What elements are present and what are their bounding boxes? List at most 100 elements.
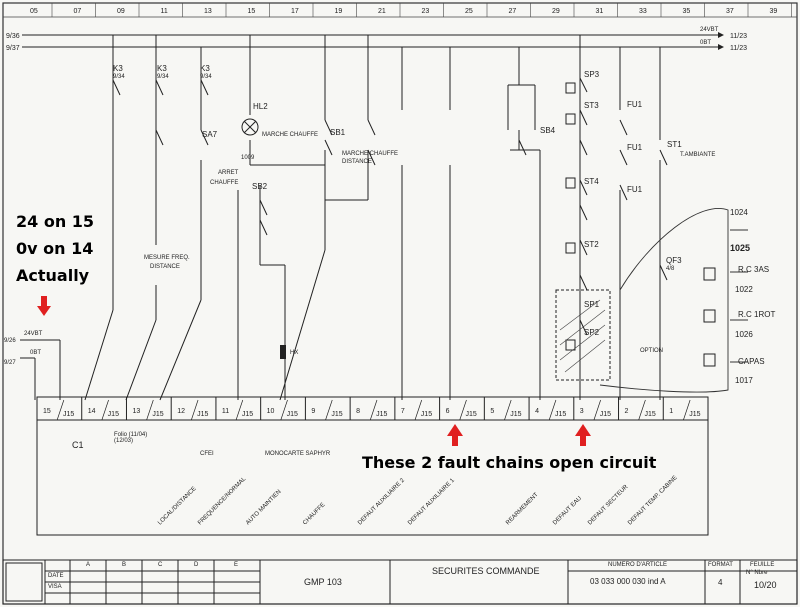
connector-pin-5: 5 bbox=[490, 408, 494, 415]
hw-1024: 1024 bbox=[730, 208, 748, 217]
input-label-2: AUTO MAINTIEN bbox=[245, 489, 282, 526]
tb-col-e: E bbox=[234, 562, 239, 568]
grid-ref-31: 31 bbox=[596, 8, 604, 15]
input-label-9: DEFAUT TEMP. CABINE bbox=[627, 475, 678, 526]
rail-0v-arrow-icon bbox=[718, 44, 724, 50]
rail-top-label: 24VBT bbox=[700, 27, 719, 33]
grid-ref-17: 17 bbox=[291, 8, 299, 15]
connector-tag-8: J15 bbox=[376, 411, 387, 418]
left-rail-24v: 24VBT bbox=[24, 331, 43, 337]
grid-ref-39: 39 bbox=[770, 8, 778, 15]
grid-ref-05: 05 bbox=[30, 8, 38, 15]
input-label-0: LOCAL/DISTANCE bbox=[157, 486, 197, 526]
grid-ref-13: 13 bbox=[204, 8, 212, 15]
rail-right-top-ref: 11/23 bbox=[730, 33, 747, 40]
folio-label: Folio (11/04) (12/03) bbox=[114, 432, 148, 444]
fu1b-label: FU1 bbox=[627, 143, 643, 152]
option-box bbox=[555, 289, 611, 381]
connector-pin-slash bbox=[504, 399, 512, 421]
connector-pin-4: 4 bbox=[535, 408, 539, 415]
connector-pin-slash bbox=[190, 399, 199, 421]
contacts bbox=[112, 77, 668, 336]
chauffe-label: CHAUFFE bbox=[210, 180, 239, 186]
grid-ref-29: 29 bbox=[552, 8, 560, 15]
k3-ref: 9/34 bbox=[113, 74, 125, 80]
tb-sheet: 10/20 bbox=[754, 580, 777, 590]
connector-pin-7: 7 bbox=[401, 408, 405, 415]
connector-pin-11: 11 bbox=[222, 408, 229, 415]
connector-pin-slash bbox=[101, 399, 109, 421]
connector-tag-11: J15 bbox=[242, 411, 253, 418]
voltage-note: 24 on 15 0v on 14 Actually bbox=[16, 208, 94, 289]
hw-1026: 1026 bbox=[735, 330, 753, 339]
input-label-1: FREQUENCE/NORMAL bbox=[197, 476, 248, 527]
connector-pin-3: 3 bbox=[580, 408, 584, 415]
arret-label: ARRET bbox=[218, 170, 239, 176]
connector-tag-3: J15 bbox=[600, 411, 611, 418]
option-label: OPTION bbox=[640, 348, 664, 354]
tb-sheet-sub: N° Nbre bbox=[746, 570, 768, 576]
connector-tag-9: J15 bbox=[331, 411, 342, 418]
sp2-label: SP2 bbox=[584, 328, 600, 337]
tb-sheet-label: FEUILLE bbox=[750, 562, 775, 568]
connector-tag-6: J15 bbox=[466, 411, 477, 418]
connector-pin-15: 15 bbox=[43, 408, 51, 415]
grid-ref-21: 21 bbox=[378, 8, 386, 15]
grid-ref-07: 07 bbox=[74, 8, 82, 15]
st3-label: ST3 bbox=[584, 101, 599, 110]
sp1-label: SP1 bbox=[584, 300, 600, 309]
fu1c-label: FU1 bbox=[627, 185, 643, 194]
connector-tag-1: J15 bbox=[689, 411, 700, 418]
connector-pin-1: 1 bbox=[669, 408, 673, 415]
input-label-5: DEFAUT AUXILIAIRE 1 bbox=[407, 477, 456, 526]
connector-pin-14: 14 bbox=[88, 408, 96, 415]
marche-chauffe-label: MARCHE CHAUFFE bbox=[262, 132, 319, 138]
connector-pin-slash bbox=[414, 399, 423, 421]
lamp-hl2-icon bbox=[241, 118, 259, 136]
input-label-6: REARMEMENT bbox=[505, 492, 540, 527]
connector-pin-slash bbox=[146, 399, 154, 421]
connector-tag-7: J15 bbox=[421, 411, 432, 418]
connector-pin-12: 12 bbox=[177, 408, 185, 415]
sensor-boxes bbox=[565, 82, 716, 367]
t-ambiante-label: T.AMBIANTE bbox=[680, 152, 716, 158]
left-rail-0v: 0BT bbox=[30, 350, 42, 356]
connector-pin-slash bbox=[638, 399, 646, 421]
connector-tag-12: J15 bbox=[197, 411, 208, 418]
connector-tag-14: J15 bbox=[108, 411, 119, 418]
monocarte-label: MONOCARTE SAPHYR bbox=[265, 451, 331, 457]
hw-1017: 1017 bbox=[735, 376, 753, 385]
rail-24v-arrow-icon bbox=[718, 32, 724, 38]
title-block bbox=[2, 559, 798, 605]
connector-pin-slash bbox=[280, 399, 288, 421]
grid-ref-23: 23 bbox=[422, 8, 430, 15]
wiring bbox=[20, 35, 661, 401]
fault-chain-note: These 2 fault chains open circuit bbox=[362, 453, 657, 472]
connector-tag-5: J15 bbox=[510, 411, 521, 418]
tb-col-d: D bbox=[194, 562, 199, 568]
hw-capas: CAPAS bbox=[738, 357, 765, 366]
input-label-8: DEFAUT SECTEUR bbox=[587, 484, 630, 527]
cfei-label: CFEI bbox=[200, 451, 214, 457]
k3-label: K3 bbox=[113, 64, 123, 73]
grid-ref-11: 11 bbox=[161, 8, 168, 15]
input-label-3: CHAUFFE bbox=[302, 502, 326, 526]
qf3-label: QF3 bbox=[666, 256, 682, 265]
tb-col-b: B bbox=[122, 562, 127, 568]
grid-ref-09: 09 bbox=[117, 8, 125, 15]
grid-ref-15: 15 bbox=[248, 8, 256, 15]
tb-drawing: GMP 103 bbox=[304, 577, 342, 587]
k3c-ref: 9/34 bbox=[200, 74, 212, 80]
note-line-1: 24 on 15 bbox=[16, 212, 95, 231]
connector-pin-slash bbox=[325, 399, 333, 421]
qf3-ref: 4/8 bbox=[666, 266, 675, 272]
rail-left-bottom-ref: 9/37 bbox=[6, 45, 20, 52]
connector-tag-4: J15 bbox=[555, 411, 566, 418]
st2-label: ST2 bbox=[584, 240, 599, 249]
connector-tag-15: J15 bbox=[63, 411, 74, 418]
hl2-label: HL2 bbox=[253, 102, 268, 111]
